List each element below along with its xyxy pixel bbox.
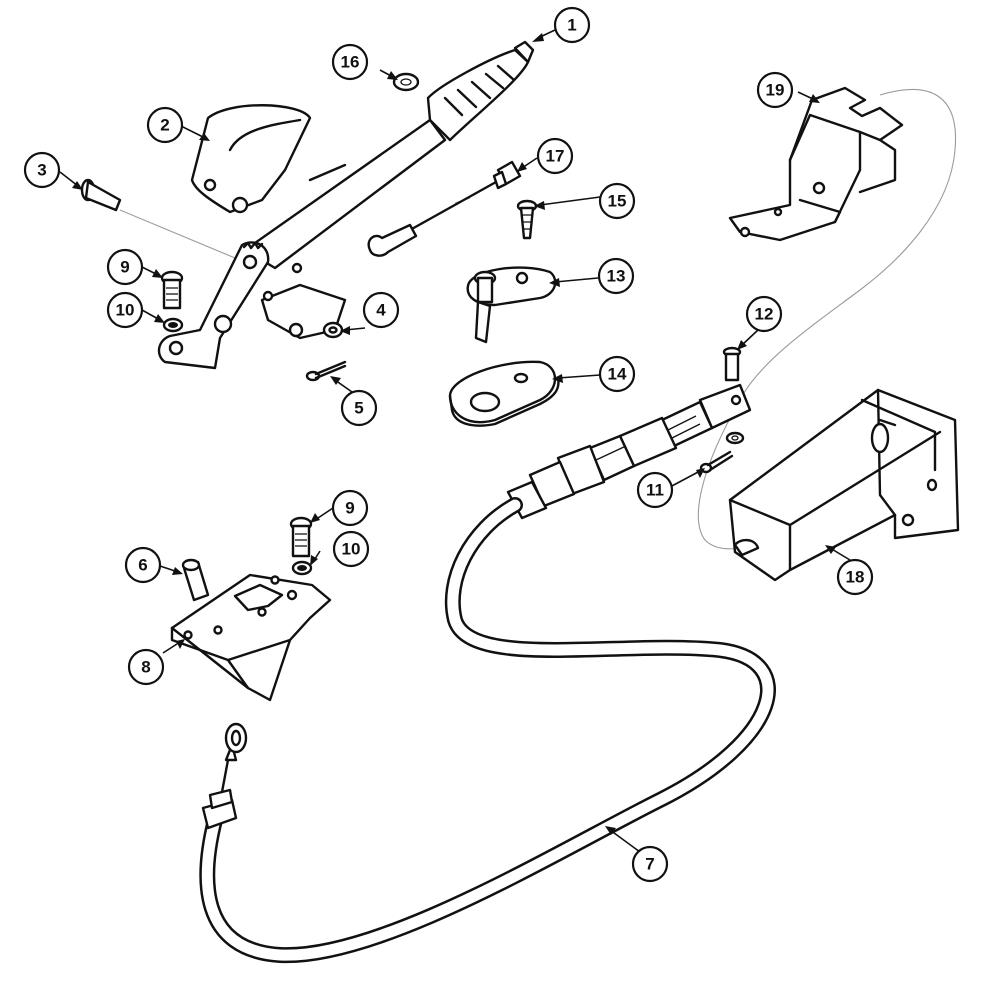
brake-cable — [199, 497, 776, 964]
svg-text:16: 16 — [341, 53, 360, 72]
callout-12: 12 — [745, 295, 783, 333]
cotter-pin-11 — [699, 450, 734, 474]
callout-18: 18 — [836, 558, 874, 596]
callout-16: 16 — [331, 43, 369, 81]
callout-3: 3 — [23, 151, 61, 189]
callout-11: 11 — [636, 471, 674, 509]
mounting-channel — [728, 388, 960, 582]
svg-text:8: 8 — [141, 658, 150, 677]
svg-text:10: 10 — [342, 540, 361, 559]
switch-connector — [367, 160, 522, 257]
spacer-plate — [448, 360, 560, 427]
callout-9-lower: 9 — [331, 489, 369, 527]
svg-text:13: 13 — [607, 267, 626, 286]
screw-15 — [516, 199, 538, 240]
svg-text:1: 1 — [567, 16, 576, 35]
svg-text:2: 2 — [160, 116, 169, 135]
svg-text:5: 5 — [354, 399, 363, 418]
callout-8: 8 — [127, 648, 165, 686]
svg-text:9: 9 — [120, 258, 129, 277]
callout-10-lower: 10 — [332, 530, 370, 568]
cotter-pin-5 — [305, 360, 347, 382]
callout-15: 15 — [598, 182, 636, 220]
callout-7: 7 — [631, 845, 669, 883]
callout-19: 19 — [756, 71, 794, 109]
callout-17: 17 — [536, 137, 574, 175]
bolt-9-upper — [160, 270, 184, 310]
svg-text:14: 14 — [608, 365, 627, 384]
svg-text:19: 19 — [766, 81, 785, 100]
svg-text:4: 4 — [376, 301, 386, 320]
svg-text:12: 12 — [755, 305, 774, 324]
svg-text:10: 10 — [116, 301, 135, 320]
washer-10-lower — [291, 560, 313, 576]
cable-end-fittings — [506, 383, 752, 520]
callout-10-upper: 10 — [106, 291, 144, 329]
bracket-19 — [728, 86, 904, 242]
lever-cover — [190, 104, 312, 214]
callout-leaders — [59, 29, 851, 853]
svg-text:9: 9 — [345, 499, 354, 518]
callout-2: 2 — [146, 106, 184, 144]
svg-text:18: 18 — [846, 568, 865, 587]
callout-5: 5 — [340, 389, 378, 427]
svg-text:17: 17 — [546, 147, 565, 166]
svg-text:7: 7 — [645, 855, 654, 874]
washer-4 — [322, 321, 344, 339]
callout-14: 14 — [598, 355, 636, 393]
callout-13: 13 — [597, 257, 635, 295]
clevis-pin — [80, 178, 122, 212]
lower-bracket — [170, 573, 332, 702]
svg-text:6: 6 — [138, 556, 147, 575]
svg-text:3: 3 — [37, 161, 46, 180]
washer-16 — [392, 72, 420, 92]
svg-text:15: 15 — [608, 192, 627, 211]
svg-text:11: 11 — [646, 481, 664, 500]
callout-1: 1 — [553, 6, 591, 44]
bushing-6 — [181, 558, 210, 602]
callout-6: 6 — [124, 546, 162, 584]
washer-10-upper — [162, 317, 184, 333]
callout-9-upper: 9 — [106, 248, 144, 286]
pin-12 — [722, 346, 742, 382]
brake-switch — [466, 266, 557, 344]
bolt-9-lower — [289, 516, 313, 558]
hand-lever — [157, 40, 535, 370]
callout-4: 4 — [362, 291, 400, 329]
